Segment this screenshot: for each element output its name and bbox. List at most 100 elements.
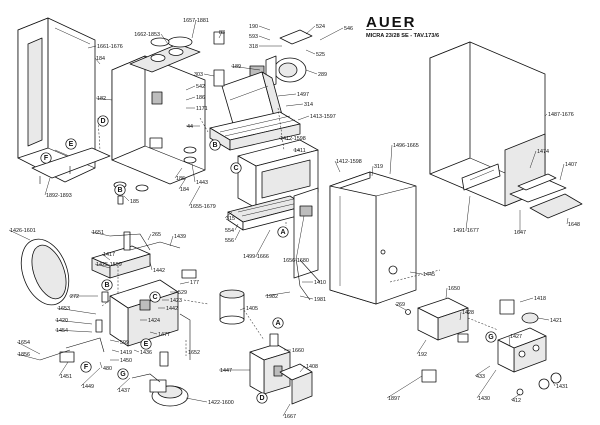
hydraulic-block — [109, 279, 179, 347]
callout-leader-line — [510, 393, 521, 401]
part-number-label: 1427 — [510, 334, 522, 340]
reference-marker-letter: C — [233, 165, 238, 172]
reference-marker: G — [485, 331, 497, 343]
callout-leader-line — [54, 319, 93, 325]
part-number-label: 1421 — [550, 318, 562, 324]
part-number-label: 1657-1881 — [183, 18, 209, 24]
part-number-label: 1451 — [60, 374, 72, 380]
reference-marker-circle — [114, 184, 126, 196]
reference-marker-circle — [209, 139, 221, 151]
reference-marker: B — [209, 139, 221, 151]
reference-marker: E — [140, 338, 152, 350]
reference-marker-letter: C — [152, 294, 157, 301]
callout-leader-line — [44, 177, 51, 196]
reference-marker-letter: E — [144, 341, 149, 348]
part-number-label: 1424 — [148, 318, 160, 324]
callout-leader-line — [258, 25, 271, 31]
part-number-label: 177 — [190, 280, 199, 286]
part-number-label: 1491-1677 — [453, 228, 479, 234]
part-number-label: 1454 — [56, 328, 68, 334]
reference-marker-circle — [272, 317, 284, 329]
callout-leader-line — [94, 57, 101, 65]
part-number-label: 184 — [180, 187, 189, 193]
part-number-label: 1411 — [294, 148, 306, 154]
part-number-label: 1437 — [118, 388, 130, 394]
control-board-1427 — [497, 327, 547, 373]
part-number-label: 1660 — [292, 348, 304, 354]
reference-marker-circle — [149, 291, 161, 303]
reference-marker-circle — [97, 115, 109, 127]
reference-marker-letter: B — [117, 187, 122, 194]
callout-leader-line — [178, 177, 187, 190]
part-number-label: 184 — [96, 56, 105, 62]
part-number-label: 529 — [178, 290, 187, 296]
reference-marker-letter: A — [275, 320, 280, 327]
part-number-label: 1412-1598 — [280, 136, 306, 142]
callout-leader-line — [258, 35, 271, 41]
assembly-guides — [97, 107, 499, 356]
reference-marker-circle — [256, 392, 268, 404]
callout-leader-line — [299, 365, 306, 373]
reference-marker-letter: F — [44, 155, 49, 162]
callout-leader-line — [371, 165, 374, 177]
part-number-label: 480 — [103, 366, 112, 372]
callout-leader-line — [179, 281, 190, 285]
part-number-label: 1450 — [120, 358, 132, 364]
plate-heat-exchanger — [91, 245, 151, 279]
part-number-label: 1426-1601 — [10, 228, 36, 234]
callout-leader-line — [101, 253, 111, 261]
callout-leader-line — [234, 223, 239, 231]
callout-leader-line — [551, 379, 556, 387]
fan-assembly — [249, 29, 313, 89]
callout-leader-line — [282, 403, 291, 417]
reference-marker-letter: G — [488, 334, 494, 341]
part-number-label: 83 — [219, 30, 225, 36]
callout-leader-line — [416, 339, 427, 355]
flue-collar — [150, 36, 193, 48]
callout-leader-line — [295, 215, 305, 261]
callout-leader-line — [218, 31, 223, 39]
callout-leader-line — [537, 317, 550, 321]
casing-panel — [111, 43, 206, 185]
part-number-label: 1648 — [568, 222, 580, 228]
reference-marker: A — [272, 317, 284, 329]
part-number-label: 1408 — [306, 364, 318, 370]
callout-leader-line — [299, 295, 314, 300]
reference-marker-circle — [101, 279, 113, 291]
gas-valve-bracket — [279, 363, 313, 405]
part-number-label: 44 — [187, 124, 193, 130]
knob-set — [516, 372, 562, 396]
callout-leader-line — [94, 263, 111, 269]
callout-leader-line — [174, 167, 183, 179]
callout-leader-line — [87, 45, 97, 49]
part-number-label: 1412-1598 — [336, 159, 362, 165]
callout-leader-line — [474, 365, 491, 377]
part-number-label: 1981 — [314, 297, 326, 303]
callout-leader-line — [234, 229, 241, 241]
diagram-subtitle: MICRA 23/28 SE - TAV.173/6 — [366, 33, 439, 39]
part-number-label: 186 — [176, 176, 185, 182]
callout-leader-line — [409, 271, 423, 275]
reference-marker: D — [256, 392, 268, 404]
reference-marker-letter: D — [100, 118, 105, 125]
part-number-label: 289 — [318, 72, 327, 78]
part-number-label: 1661-1676 — [97, 44, 123, 50]
part-number-label: 1655-1679 — [190, 204, 216, 210]
part-number-label: 1422-1600 — [208, 400, 234, 406]
callout-leader-line — [297, 115, 310, 121]
callout-leader-line — [160, 33, 169, 45]
callout-leader-line — [529, 150, 537, 169]
reference-marker: B — [114, 184, 126, 196]
callout-leader-line — [394, 303, 407, 311]
reference-marker-circle — [40, 152, 52, 164]
reference-marker: F — [80, 361, 92, 373]
reference-marker-circle — [230, 162, 242, 174]
part-number-label: 318 — [249, 44, 258, 50]
part-number-label: 554 — [225, 228, 234, 234]
part-number-label: 1442 — [166, 306, 178, 312]
reference-marker-letter: A — [280, 229, 285, 236]
callout-leader-line — [508, 335, 511, 347]
brand-logo-text: AUER — [366, 14, 417, 31]
part-number-label: 315 — [226, 216, 235, 222]
